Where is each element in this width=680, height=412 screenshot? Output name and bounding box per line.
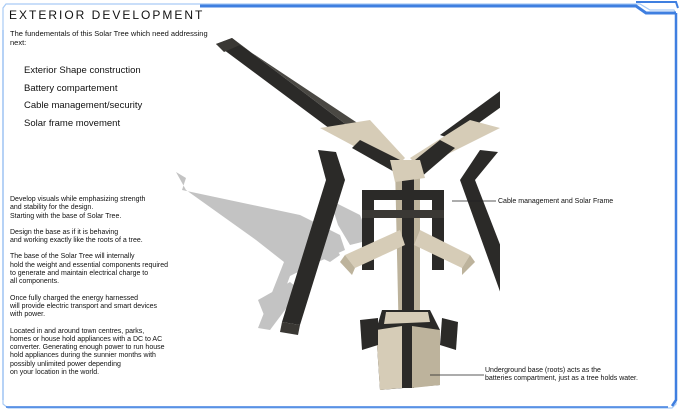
description-text: Develop visuals while emphasizing streng… xyxy=(10,196,220,385)
page-title: EXTERIOR DEVELOPMENT xyxy=(9,8,205,22)
solar-tree-illustration xyxy=(176,38,500,390)
list-item: Exterior Shape construction xyxy=(24,65,141,76)
list-item: Solar frame movement xyxy=(24,117,121,129)
paragraph: Once fully charged the energy harnessed … xyxy=(10,294,158,319)
paragraph: Design the base as if it is behaving and… xyxy=(10,228,143,245)
intro-text: The fundementals of this Solar Tree whic… xyxy=(10,29,208,47)
list-item: Battery compartement xyxy=(24,82,118,94)
paragraph: Develop visuals while emphasizing streng… xyxy=(10,196,146,220)
fundamentals-list: Exterior Shape construction Battery comp… xyxy=(24,62,142,132)
solar-tree-shadow xyxy=(176,172,370,330)
paragraph: The base of the Solar Tree will internal… xyxy=(10,253,168,286)
list-item: Cable management/security xyxy=(24,100,143,111)
paragraph: Located in and around town centres, park… xyxy=(10,327,165,377)
base-callout-label: Underground base (roots) acts as the bat… xyxy=(485,367,638,382)
frame-callout-label: Cable management and Solar Frame xyxy=(498,198,614,205)
